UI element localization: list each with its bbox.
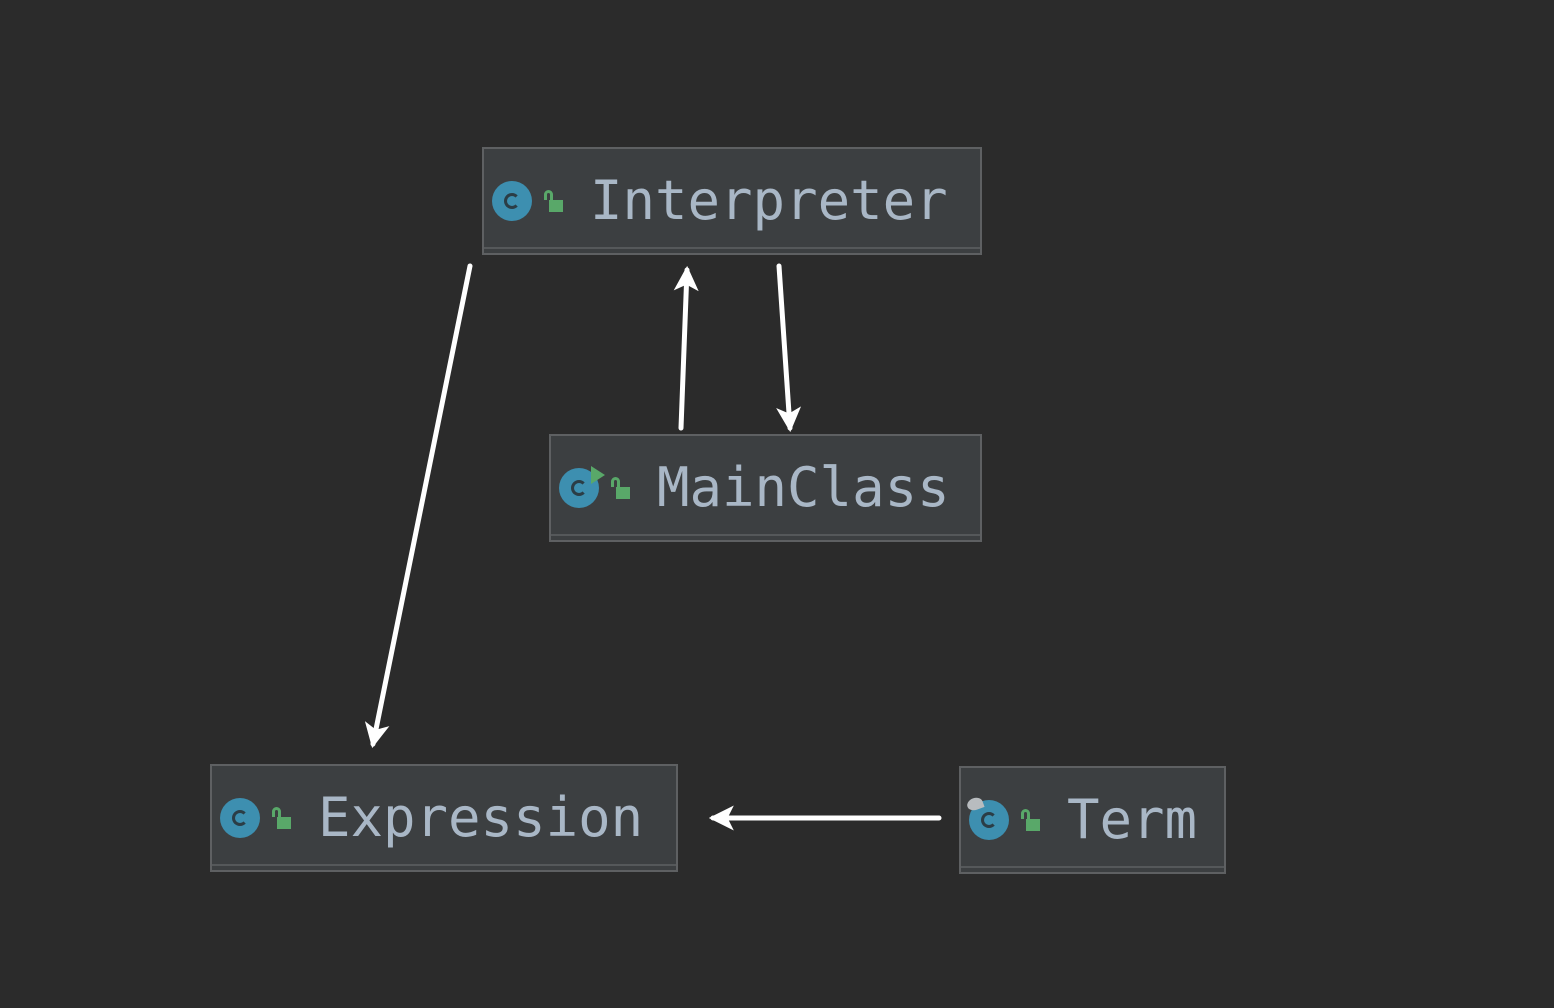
node-icons [559,466,631,508]
node-interpreter[interactable]: Interpreter [482,147,982,255]
class-icon [965,795,1009,840]
node-icons [492,181,564,221]
edge-interpreter-to-expression[interactable] [364,263,473,749]
node-icons [220,798,292,838]
node-mainclass[interactable]: MainClass [549,434,982,542]
class-icon [492,181,532,221]
lock-open-icon [542,188,564,214]
node-label: MainClass [657,456,950,519]
lock-open-icon [270,805,292,831]
node-term[interactable]: Term [959,766,1226,874]
lock-open-icon [609,475,631,501]
class-icon [220,798,260,838]
node-label: Term [1067,788,1198,851]
node-label: Interpreter [590,169,948,232]
class-icon [559,466,605,508]
node-icons [965,795,1041,840]
node-label: Expression [318,786,644,849]
node-expression[interactable]: Expression [210,764,678,872]
edge-interpreter-to-mainclass[interactable] [776,263,802,433]
lock-open-icon [1019,807,1041,833]
edge-mainclass-to-interpreter[interactable] [673,265,699,431]
run-marker-icon [591,466,605,484]
test-marker-icon [965,795,985,813]
